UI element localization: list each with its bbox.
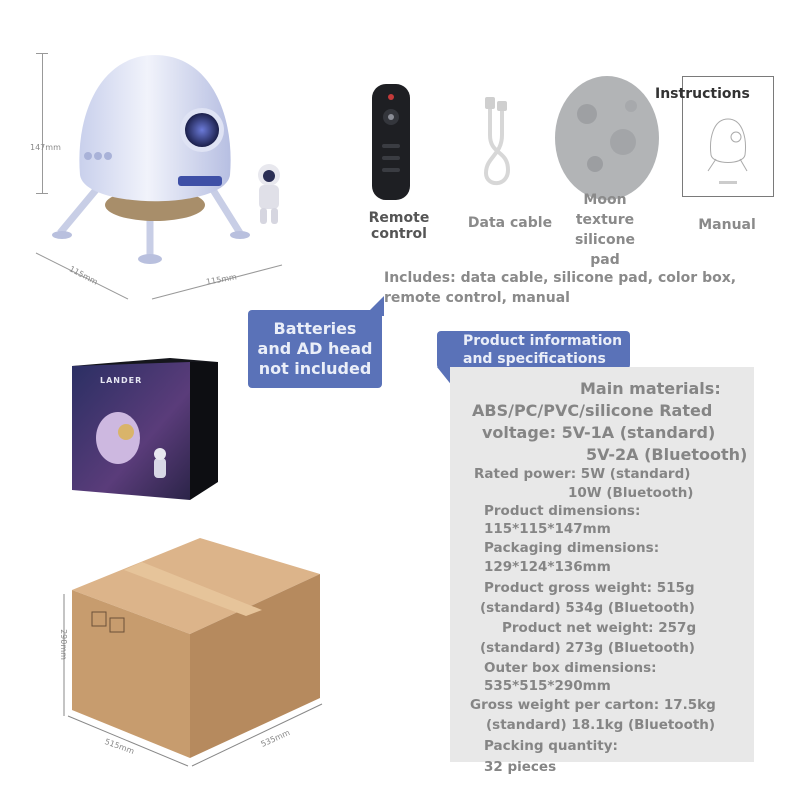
height-dimension-label: 147mm [30,143,61,152]
height-dimension-tick [36,193,48,194]
rocket-illustration [35,55,283,300]
remote-control-image [372,84,410,200]
spec-line: (standard) 534g (Bluetooth) [480,600,695,616]
spec-line: (standard) 18.1kg (Bluetooth) [486,717,716,733]
spec-line: Gross weight per carton: 17.5kg [470,697,716,713]
spec-line: Packing quantity: [484,738,618,754]
specifications-panel [450,367,754,762]
rocket-lamp-image: 147mm [30,45,300,305]
badge-pointer-shape [364,296,384,316]
color-box-image [72,358,218,500]
spec-line: Outer box dimensions: [484,660,657,676]
manual-cover-rocket-icon [707,118,748,184]
data-cable-label: Data cable [467,215,553,231]
spec-line: 10W (Bluetooth) [568,485,694,501]
spec-line: Packaging dimensions: [484,540,660,556]
spec-line: ABS/PC/PVC/silicone Rated [472,401,713,420]
color-box-brand-text: LANDER [100,376,143,385]
height-dimension-line [42,53,43,193]
product-info-header-badge: Product information and specifications [437,331,630,369]
spec-line: voltage: 5V-1A (standard) [482,423,716,442]
spec-line: Product dimensions: [484,503,641,519]
batteries-not-included-badge: Batteries and AD head not included [248,310,382,388]
spec-line: 535*515*290mm [484,678,611,694]
spec-line: (standard) 273g (Bluetooth) [480,640,695,656]
spec-line: 5V-2A (Bluetooth) [586,445,748,464]
data-cable-image [483,97,511,186]
manual-image [682,76,774,197]
spec-line: Product gross weight: 515g [484,580,695,596]
spec-line: Main materials: [580,379,721,398]
carton-height-label: 290mm [58,629,68,660]
remote-control-label: Remote control [368,210,430,242]
spec-line: 115*115*147mm [484,521,611,537]
height-dimension-tick [36,53,48,54]
includes-text: Includes: data cable, silicone pad, colo… [384,270,737,306]
spec-line: Rated power: 5W (standard) [474,466,691,482]
spec-line: Product net weight: 257g [502,620,697,636]
spec-line: 32 pieces [484,759,557,775]
manual-heading: Instructions [655,86,750,102]
shipping-carton-image [63,538,323,767]
spec-line: 129*124*136mm [484,559,611,575]
manual-label: Manual [698,217,756,233]
moon-silicone-pad-image [555,76,659,200]
header-pointer-shape [437,367,453,387]
moon-pad-label: Moon texture silicone pad [574,192,636,268]
